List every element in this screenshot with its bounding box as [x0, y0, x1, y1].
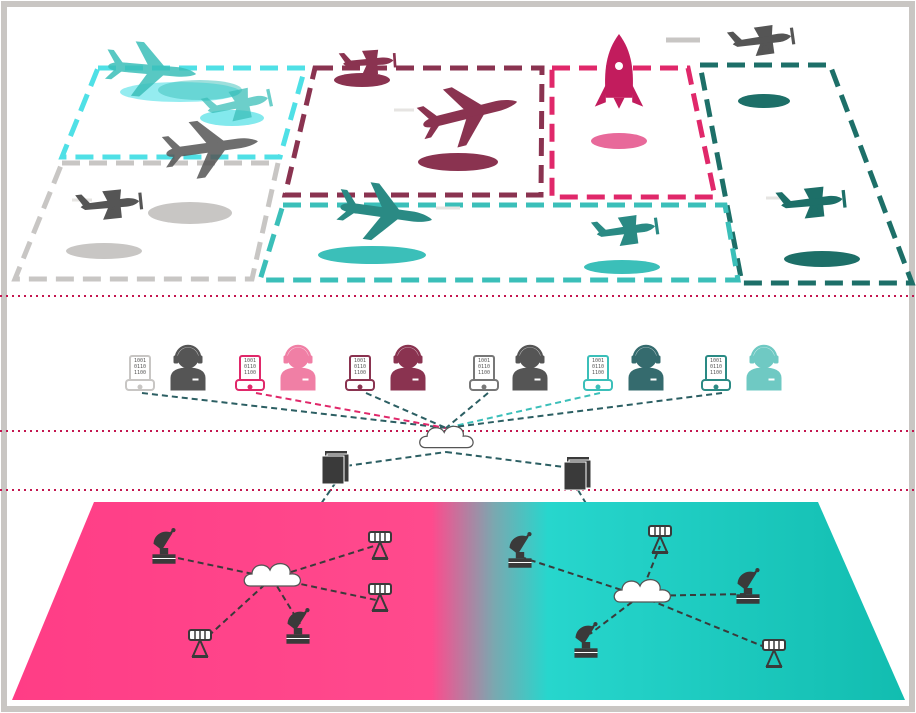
sector-magenta — [549, 65, 719, 200]
svg-text:0110: 0110 — [710, 364, 722, 370]
svg-text:1100: 1100 — [244, 370, 256, 376]
svg-text:1001: 1001 — [134, 358, 146, 364]
airspace-layer — [11, 22, 916, 286]
svg-text:1001: 1001 — [592, 358, 604, 364]
svg-text:1001: 1001 — [710, 358, 722, 364]
svg-text:0110: 0110 — [134, 364, 146, 370]
svg-text:0110: 0110 — [478, 364, 490, 370]
sector-cyan — [58, 65, 309, 160]
sector-plum — [281, 65, 545, 198]
server-icon — [563, 456, 592, 491]
aircraft-shadows — [66, 73, 860, 274]
svg-text:1100: 1100 — [592, 370, 604, 376]
svg-text:0110: 0110 — [354, 364, 366, 370]
server-icon — [321, 450, 350, 485]
svg-text:1100: 1100 — [354, 370, 366, 376]
ground-layer — [12, 502, 905, 700]
svg-text:1001: 1001 — [354, 358, 366, 364]
operator-links — [141, 392, 723, 429]
svg-text:0110: 0110 — [244, 364, 256, 370]
operator-layer: 1001 0110 1100 1001 0110 1100 1001 0110 … — [125, 344, 783, 429]
svg-text:1100: 1100 — [134, 370, 146, 376]
svg-text:1100: 1100 — [710, 370, 722, 376]
tablet-code-text: 1001 0110 1100 1001 0110 1100 1001 0110 … — [134, 358, 722, 376]
svg-text:0110: 0110 — [592, 364, 604, 370]
svg-text:1001: 1001 — [478, 358, 490, 364]
ground-plane — [12, 502, 905, 700]
svg-text:1100: 1100 — [478, 370, 490, 376]
rocket-window — [615, 62, 623, 70]
svg-text:1001: 1001 — [244, 358, 256, 364]
sector-teal — [256, 202, 741, 283]
